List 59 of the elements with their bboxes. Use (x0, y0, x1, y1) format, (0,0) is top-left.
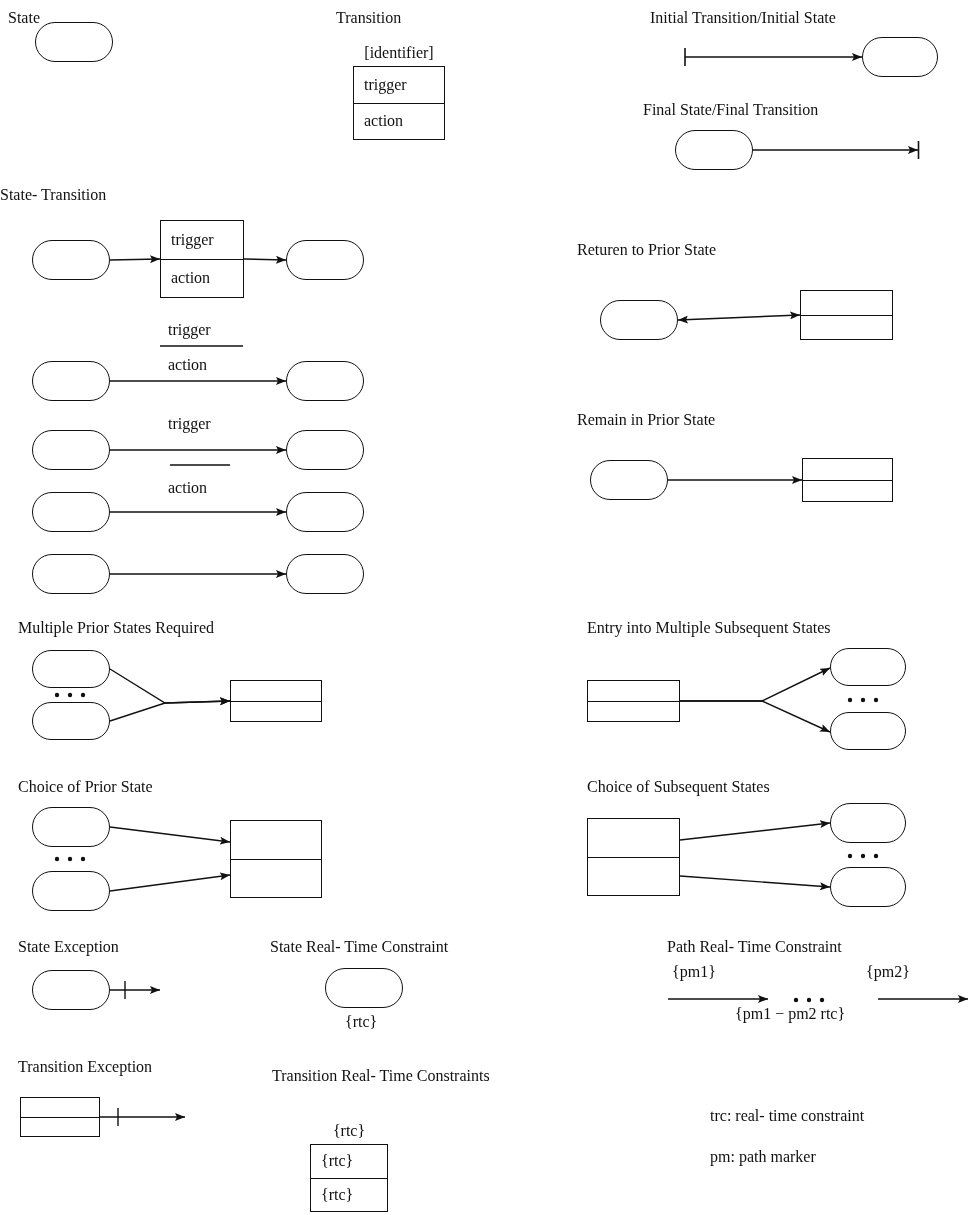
constraint-text: {rtc} (345, 1012, 378, 1032)
arrow (109, 377, 287, 385)
label-text: action (168, 478, 208, 498)
compartment-text: trigger (364, 75, 407, 94)
label-text: Transition Real- Time Constraints (272, 1066, 490, 1086)
label-text: Final State/Final Transition (643, 100, 819, 120)
transition-box (802, 458, 893, 502)
arrow (109, 981, 161, 999)
label-text: trc: real- time constraint (710, 1106, 865, 1126)
label-text: Path Real- Time Constraint (667, 937, 842, 957)
compartment-text: {rtc} (321, 1185, 354, 1204)
compartment-text: action (364, 112, 404, 131)
transition-box (587, 818, 680, 896)
arrow (109, 826, 231, 845)
label-text: action (168, 355, 208, 375)
label-text: {pm2} (866, 962, 910, 982)
label-text: Transition Exception (18, 1057, 153, 1077)
arrow (243, 255, 287, 264)
label-text: {pm1 − pm2 rtc} (735, 1004, 846, 1024)
arrow (109, 255, 161, 264)
label-text: State- Transition (0, 185, 107, 205)
transition-box (230, 680, 322, 722)
label-text: pm: path marker (710, 1147, 816, 1167)
compartment-text: trigger (171, 230, 214, 249)
label-text: State Real- Time Constraint (270, 937, 449, 957)
transition-box (587, 680, 680, 722)
arrow (679, 875, 831, 891)
identifier-text: {rtc} (331, 1121, 367, 1141)
label-text: Choice of Prior State (18, 777, 153, 797)
label-text: Entry into Multiple Subsequent States (587, 618, 831, 638)
label-text: trigger (168, 414, 211, 434)
arrow (684, 47, 863, 67)
arrow (109, 446, 287, 454)
label-text: {pm1} (672, 962, 716, 982)
compartment-text: {rtc} (321, 1152, 354, 1171)
label-text: State (8, 8, 40, 28)
arrow (679, 820, 831, 841)
transition-box (800, 290, 893, 340)
label-text: Remain in Prior State (577, 410, 716, 430)
arrow (109, 872, 231, 892)
compartment-text: action (171, 269, 211, 288)
arrow (677, 311, 801, 324)
label-text: State Exception (18, 937, 119, 957)
transition-box (20, 1097, 100, 1137)
label-text: Transition (336, 8, 402, 28)
transition-box (230, 820, 322, 898)
label-text: Initial Transition/Initial State (650, 8, 836, 28)
label-text: trigger (168, 320, 211, 340)
identifier-text: [identifier] (363, 43, 435, 63)
arrow (109, 697, 231, 722)
arrow (109, 570, 287, 578)
arrow (667, 476, 803, 484)
arrow (99, 1108, 186, 1126)
label-text: Choice of Subsequent States (587, 777, 770, 797)
arrow (752, 140, 920, 160)
label-text: Multiple Prior States Required (18, 618, 214, 638)
arrow (109, 508, 287, 516)
label-text: Returen to Prior State (577, 240, 717, 260)
arrow (679, 700, 831, 733)
